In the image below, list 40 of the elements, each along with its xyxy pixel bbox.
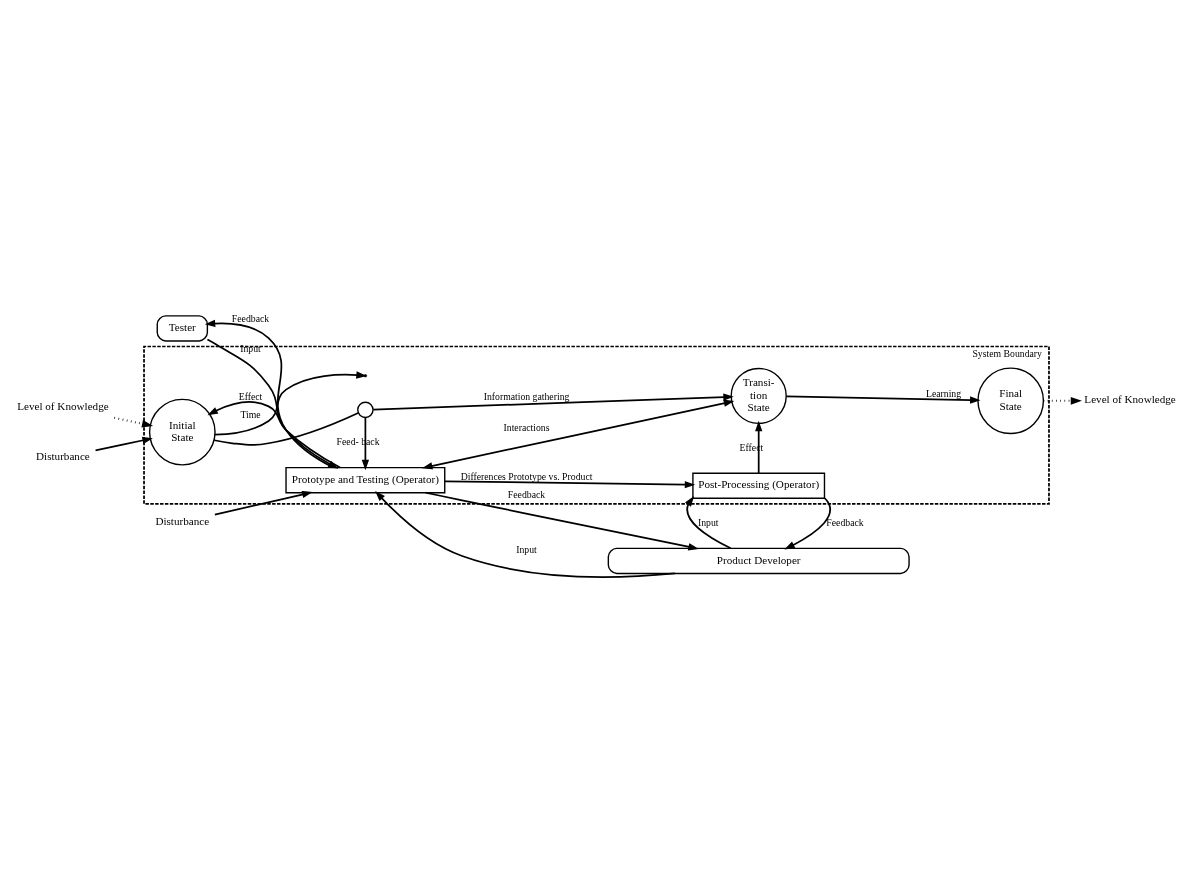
arrow xyxy=(372,393,734,410)
edge-label: Input xyxy=(697,516,719,528)
arrow xyxy=(94,436,153,451)
edge-label: Input xyxy=(516,543,537,555)
edge-label: Feedback xyxy=(826,516,864,528)
arrow xyxy=(206,338,339,469)
edge-label: Feedback xyxy=(231,312,270,324)
edge-label: Information gathering xyxy=(483,390,570,402)
edge-label: Differences Prototype vs. Product xyxy=(460,470,593,482)
arrow xyxy=(361,416,370,470)
node-box: Product Developer xyxy=(607,547,910,574)
edge-label: Effect xyxy=(238,390,263,402)
node-text: Disturbance xyxy=(36,449,90,462)
edge-label: Time xyxy=(240,408,261,420)
arrow xyxy=(755,420,763,474)
arrow xyxy=(424,491,699,550)
arrow xyxy=(114,416,154,428)
connector xyxy=(213,411,359,446)
arrow xyxy=(784,496,831,550)
edge-label: Interactions xyxy=(503,421,550,433)
arrow xyxy=(214,370,367,435)
node-text: Level of Knowledge xyxy=(17,399,109,412)
arrow xyxy=(375,490,676,578)
arrow xyxy=(444,479,696,488)
node-text: Level of Knowledge xyxy=(1084,392,1176,405)
node-circle: Final State xyxy=(977,366,1045,434)
node-text: Disturbance xyxy=(155,514,210,527)
arrow xyxy=(785,395,981,404)
node-circle: Transi- tion State xyxy=(730,367,787,424)
arrow xyxy=(214,490,313,515)
node-circle xyxy=(357,401,374,418)
node-box: Prototype and Testing (Operator) xyxy=(285,466,446,493)
node-circle: Initial State xyxy=(148,398,216,466)
edge-label: Learning xyxy=(925,387,962,399)
edge-label: Feedback xyxy=(507,488,546,500)
arrow xyxy=(207,400,341,468)
arrow xyxy=(421,399,735,470)
node-box: Tester xyxy=(156,314,209,342)
node-box: Post-Processing (Operator) xyxy=(692,472,826,499)
arrow xyxy=(685,495,732,549)
